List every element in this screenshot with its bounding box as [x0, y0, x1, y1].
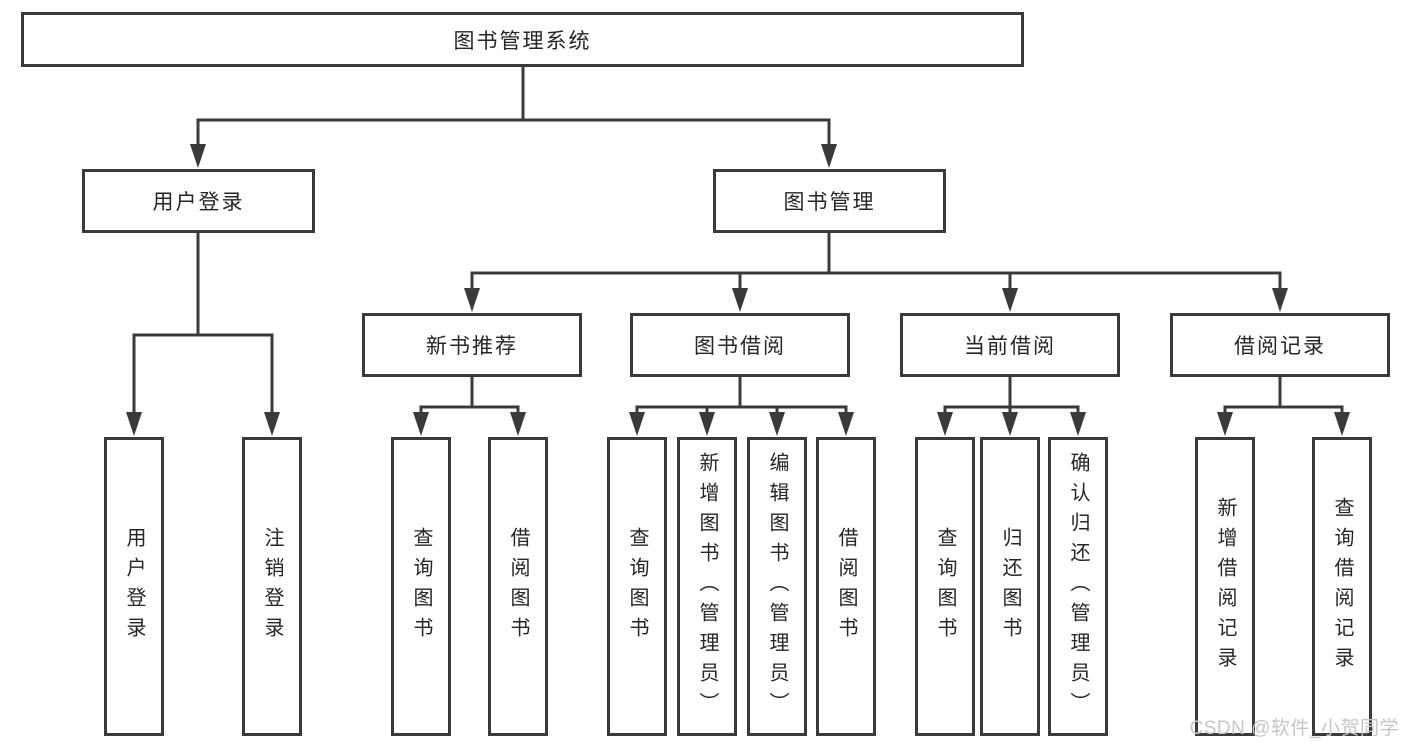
- arrowhead-icon: [126, 412, 142, 436]
- leaf-query-book-2-label: 查询图书: [626, 526, 648, 647]
- leaf-query-book-1-label: 查询图书: [410, 526, 432, 647]
- node-book-borrow: 图书借阅: [630, 313, 850, 377]
- leaf-query-book-3: 查询图书: [915, 437, 975, 736]
- arrowheads-borrow-record: [1217, 412, 1350, 436]
- leaf-borrow-book-1: 借阅图书: [488, 437, 548, 736]
- arrowhead-icon: [732, 288, 748, 312]
- arrowhead-icon: [821, 144, 837, 168]
- arrowheads-book-borrow: [629, 412, 854, 436]
- arrowhead-icon: [1070, 412, 1086, 436]
- connector-root-to-level2: [196, 67, 831, 146]
- leaf-add-borrow-record-label: 新增借阅记录: [1214, 496, 1236, 677]
- arrowheads-level3: [464, 288, 1288, 312]
- connector-book-mgmt-branch: [470, 233, 1282, 290]
- watermark: CSDN @软件_小贺同学: [1189, 718, 1399, 739]
- leaf-borrow-book-2-label: 借阅图书: [835, 526, 857, 647]
- arrowhead-icon: [1217, 412, 1233, 436]
- connector-borrow-record-branch: [1223, 377, 1344, 414]
- node-current-borrow: 当前借阅: [900, 313, 1120, 377]
- node-book-management: 图书管理: [713, 169, 946, 233]
- arrowhead-icon: [699, 412, 715, 436]
- arrowhead-icon: [838, 412, 854, 436]
- connector-new-book-branch: [419, 377, 520, 414]
- arrowheads-level2: [190, 144, 837, 168]
- node-new-book-recommend: 新书推荐: [362, 313, 582, 377]
- arrowhead-icon: [1272, 288, 1288, 312]
- arrowhead-icon: [1334, 412, 1350, 436]
- leaf-edit-book-admin: 编辑图书（管理员）: [747, 437, 807, 736]
- leaf-edit-book-admin-label: 编辑图书（管理员）: [766, 451, 788, 722]
- arrowhead-icon: [769, 412, 785, 436]
- arrowheads-current-borrow: [937, 412, 1086, 436]
- arrowhead-icon: [464, 288, 480, 312]
- leaf-add-book-admin-label: 新增图书（管理员）: [696, 451, 718, 722]
- arrowhead-icon: [937, 412, 953, 436]
- arrowhead-icon: [629, 412, 645, 436]
- connector-current-borrow-branch: [943, 377, 1080, 414]
- arrowheads-new-book: [413, 412, 526, 436]
- leaf-confirm-return-admin: 确认归还（管理员）: [1048, 437, 1108, 736]
- leaf-query-book-3-label: 查询图书: [934, 526, 956, 647]
- leaf-query-book-1: 查询图书: [391, 437, 451, 736]
- leaf-borrow-book-2: 借阅图书: [816, 437, 876, 736]
- leaf-user-login-label: 用户登录: [123, 526, 145, 647]
- leaf-query-book-2: 查询图书: [607, 437, 667, 736]
- leaf-borrow-book-1-label: 借阅图书: [507, 526, 529, 647]
- leaf-return-book: 归还图书: [980, 437, 1040, 736]
- leaf-logout-label: 注销登录: [261, 526, 283, 647]
- connector-book-borrow-branch: [635, 377, 848, 414]
- leaf-return-book-label: 归还图书: [999, 526, 1021, 647]
- arrowhead-icon: [264, 412, 280, 436]
- arrowhead-icon: [1002, 288, 1018, 312]
- leaf-add-book-admin: 新增图书（管理员）: [677, 437, 737, 736]
- arrowhead-icon: [413, 412, 429, 436]
- arrowhead-icon: [510, 412, 526, 436]
- arrowheads-user-login: [126, 412, 280, 436]
- arrowhead-icon: [1002, 412, 1018, 436]
- leaf-confirm-return-admin-label: 确认归还（管理员）: [1067, 451, 1089, 722]
- leaf-add-borrow-record: 新增借阅记录: [1195, 437, 1255, 736]
- node-user-login: 用户登录: [82, 169, 315, 233]
- node-borrow-record: 借阅记录: [1170, 313, 1390, 377]
- connector-user-login-branch: [132, 233, 274, 414]
- leaf-logout: 注销登录: [242, 437, 302, 736]
- arrowhead-icon: [190, 144, 206, 168]
- node-library-system: 图书管理系统: [21, 12, 1024, 67]
- leaf-user-login: 用户登录: [104, 437, 164, 736]
- leaf-query-borrow-record: 查询借阅记录: [1312, 437, 1372, 736]
- leaf-query-borrow-record-label: 查询借阅记录: [1331, 496, 1353, 677]
